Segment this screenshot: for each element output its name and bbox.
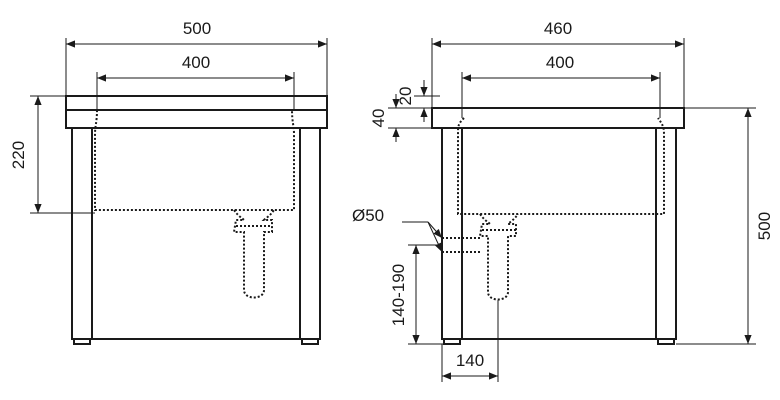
- side-left-foot: [443, 338, 461, 345]
- dim-140-label: 140: [456, 351, 484, 370]
- dim-diameter-label: Ø50: [352, 206, 384, 225]
- front-right-leg: [299, 127, 321, 340]
- side-worktop: [431, 107, 685, 129]
- front-hidden-drain: [232, 209, 275, 299]
- front-hidden-basin: [94, 109, 295, 211]
- front-apron: [65, 109, 328, 129]
- front-left-foot: [73, 338, 91, 345]
- front-worktop: [65, 95, 328, 111]
- dim-400-side-label: 400: [546, 53, 574, 72]
- dim-400-front-label: 400: [182, 53, 210, 72]
- dim-140-190-label: 140-190: [389, 264, 408, 326]
- dim-460-label: 460: [544, 19, 572, 38]
- dim-40-label: 40: [369, 109, 388, 128]
- side-hidden-basin: [457, 117, 665, 215]
- dim-20-label: 20: [396, 87, 415, 106]
- side-right-foot: [657, 338, 675, 345]
- side-hidden-drain: [478, 213, 519, 301]
- dim-500-label: 500: [183, 19, 211, 38]
- front-right-foot: [301, 338, 319, 345]
- front-left-leg: [71, 127, 93, 340]
- front-view: 500 400 220: [9, 19, 328, 345]
- side-right-leg: [655, 127, 677, 340]
- side-left-leg: [441, 127, 463, 340]
- dim-220-label: 220: [9, 141, 28, 169]
- dim-500-height-label: 500: [755, 212, 774, 240]
- side-view: 460 400 20 40 500 Ø50 140-190: [352, 19, 774, 382]
